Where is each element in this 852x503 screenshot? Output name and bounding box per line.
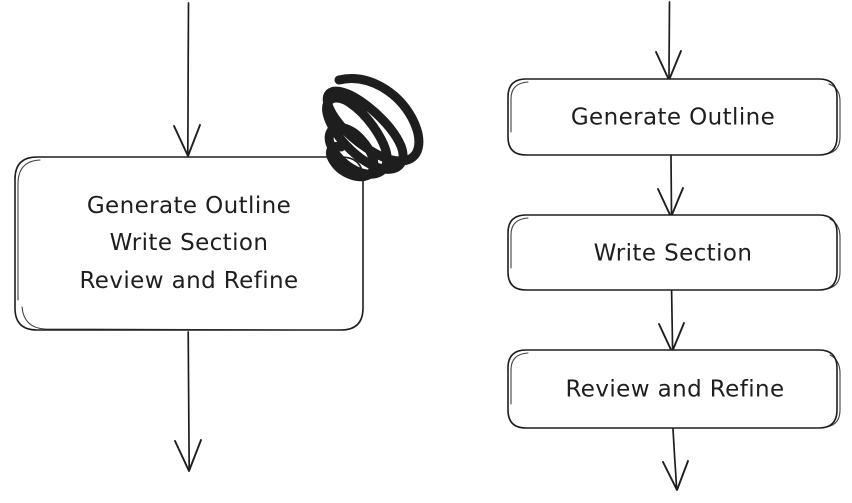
connector-write-to-review xyxy=(658,290,685,353)
node-label-write-section: Write Section xyxy=(594,241,753,267)
node-label-review-and-refine: Review and Refine xyxy=(565,377,784,403)
outgoing-arrow-right xyxy=(662,428,689,491)
node-box-write-section[interactable] xyxy=(507,214,841,291)
scribble-annotation xyxy=(322,74,424,182)
node-box-review-and-refine[interactable] xyxy=(507,349,841,429)
incoming-arrow-left xyxy=(173,2,201,157)
merged-node-line-1: Generate Outline xyxy=(87,193,291,219)
outgoing-arrow-left xyxy=(174,331,202,472)
merged-node-line-3: Review and Refine xyxy=(79,268,298,294)
node-box-generate-outline[interactable] xyxy=(507,78,841,156)
incoming-arrow-right xyxy=(655,1,682,81)
node-label-generate-outline: Generate Outline xyxy=(571,105,775,131)
connector-outline-to-write xyxy=(657,155,684,218)
merged-node-box[interactable] xyxy=(14,156,364,331)
merged-node-line-2: Write Section xyxy=(110,230,269,256)
